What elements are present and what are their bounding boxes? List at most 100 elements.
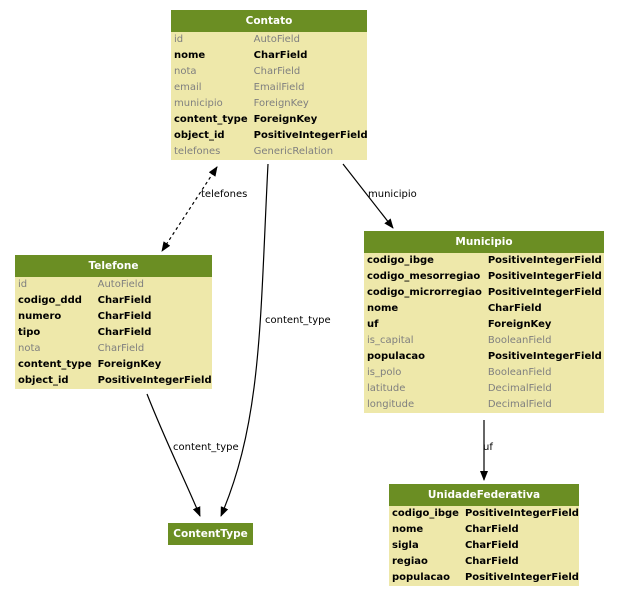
field-name: nota bbox=[174, 66, 197, 77]
field-type: CharField bbox=[464, 556, 519, 567]
model-municipio-field-row: uf ForeignKey bbox=[364, 317, 605, 333]
field-type: CharField bbox=[464, 524, 519, 535]
field-type: PositiveIntegerField bbox=[487, 271, 602, 282]
field-name: telefones bbox=[174, 146, 221, 157]
field-name: regiao bbox=[392, 556, 428, 567]
field-type: PositiveIntegerField bbox=[253, 130, 368, 141]
model-contato-field-row: municipio ForeignKey bbox=[171, 96, 371, 112]
edge-municipio bbox=[342, 163, 394, 229]
model-municipio-field-row: longitude DecimalField bbox=[364, 397, 605, 413]
model-contato-field-row: content_type ForeignKey bbox=[171, 112, 371, 128]
field-name: latitude bbox=[367, 383, 406, 394]
model-telefone-field-row: codigo_ddd CharField bbox=[15, 293, 215, 309]
model-contato-field-row: telefones GenericRelation bbox=[171, 144, 371, 160]
edge-contato-content-type bbox=[220, 163, 269, 517]
model-municipio-field-row: nome CharField bbox=[364, 301, 605, 317]
field-name: nota bbox=[18, 343, 41, 354]
field-type: AutoField bbox=[253, 34, 300, 45]
model-municipio-field-row: populacao PositiveIntegerField bbox=[364, 349, 605, 365]
edge-label-uf: uf bbox=[483, 442, 493, 453]
field-type: CharField bbox=[97, 295, 152, 306]
edge-label-telefones: telefones bbox=[201, 189, 248, 200]
field-type: ForeignKey bbox=[487, 319, 552, 330]
field-name: codigo_ibge bbox=[392, 508, 459, 519]
field-name: is_capital bbox=[367, 335, 414, 346]
field-name: codigo_ibge bbox=[367, 255, 434, 266]
field-type: DecimalField bbox=[487, 383, 552, 394]
field-type: DecimalField bbox=[487, 399, 552, 410]
field-type: PositiveIntegerField bbox=[97, 375, 212, 386]
field-name: populacao bbox=[392, 572, 451, 583]
field-type: ForeignKey bbox=[97, 359, 162, 370]
model-telefone-field-row: id AutoField bbox=[15, 277, 215, 293]
model-unidadefederativa-field-row: sigla CharField bbox=[389, 538, 582, 554]
edge-label-municipio: municipio bbox=[368, 189, 417, 200]
field-type: PositiveIntegerField bbox=[487, 255, 602, 266]
field-name: is_polo bbox=[367, 367, 402, 378]
field-type: CharField bbox=[487, 303, 542, 314]
field-name: sigla bbox=[392, 540, 419, 551]
field-name: nome bbox=[392, 524, 424, 535]
model-municipio-field-row: codigo_microrregiao PositiveIntegerField bbox=[364, 285, 605, 301]
field-type: CharField bbox=[253, 66, 301, 77]
model-municipio-title: Municipio bbox=[364, 231, 604, 253]
field-type: ForeignKey bbox=[253, 98, 309, 109]
edge-telefone-content-type bbox=[146, 393, 201, 517]
field-name: object_id bbox=[174, 130, 225, 141]
model-municipio-field-row: codigo_ibge PositiveIntegerField bbox=[364, 253, 605, 269]
field-name: nome bbox=[174, 50, 206, 61]
model-contenttype-title: ContentType bbox=[168, 523, 253, 545]
field-type: PositiveIntegerField bbox=[464, 508, 579, 519]
field-name: nome bbox=[367, 303, 399, 314]
model-unidadefederativa-title: UnidadeFederativa bbox=[389, 484, 579, 506]
edge-telefones bbox=[161, 166, 218, 252]
field-name: id bbox=[174, 34, 184, 45]
field-type: AutoField bbox=[97, 279, 144, 290]
model-telefone-field-row: tipo CharField bbox=[15, 325, 215, 341]
field-type: CharField bbox=[97, 327, 152, 338]
field-name: content_type bbox=[174, 114, 248, 125]
field-type: PositiveIntegerField bbox=[487, 351, 602, 362]
field-name: codigo_ddd bbox=[18, 295, 82, 306]
field-type: CharField bbox=[97, 311, 152, 322]
field-type: PositiveIntegerField bbox=[487, 287, 602, 298]
field-name: tipo bbox=[18, 327, 41, 338]
model-municipio-field-row: is_polo BooleanField bbox=[364, 365, 605, 381]
model-unidadefederativa-field-row: nome CharField bbox=[389, 522, 582, 538]
field-name: populacao bbox=[367, 351, 426, 362]
field-name: content_type bbox=[18, 359, 92, 370]
field-type: ForeignKey bbox=[253, 114, 318, 125]
field-name: municipio bbox=[174, 98, 223, 109]
field-name: longitude bbox=[367, 399, 415, 410]
field-name: id bbox=[18, 279, 28, 290]
model-contato-title: Contato bbox=[171, 10, 367, 32]
model-unidadefederativa-field-row: populacao PositiveIntegerField bbox=[389, 570, 582, 586]
field-name: object_id bbox=[18, 375, 69, 386]
field-name: uf bbox=[367, 319, 379, 330]
field-type: BooleanField bbox=[487, 367, 552, 378]
field-name: numero bbox=[18, 311, 62, 322]
edge-label-contato-content-type: content_type bbox=[265, 315, 331, 326]
field-type: PositiveIntegerField bbox=[464, 572, 579, 583]
field-name: codigo_mesorregiao bbox=[367, 271, 481, 282]
field-type: CharField bbox=[464, 540, 519, 551]
field-type: CharField bbox=[253, 50, 308, 61]
field-name: email bbox=[174, 82, 202, 93]
field-name: codigo_microrregiao bbox=[367, 287, 482, 298]
model-contato-field-row: id AutoField bbox=[171, 32, 371, 48]
model-telefone-title: Telefone bbox=[15, 255, 212, 277]
field-type: GenericRelation bbox=[253, 146, 334, 157]
model-telefone-field-row: object_id PositiveIntegerField bbox=[15, 373, 215, 389]
model-contato-field-row: nome CharField bbox=[171, 48, 371, 64]
